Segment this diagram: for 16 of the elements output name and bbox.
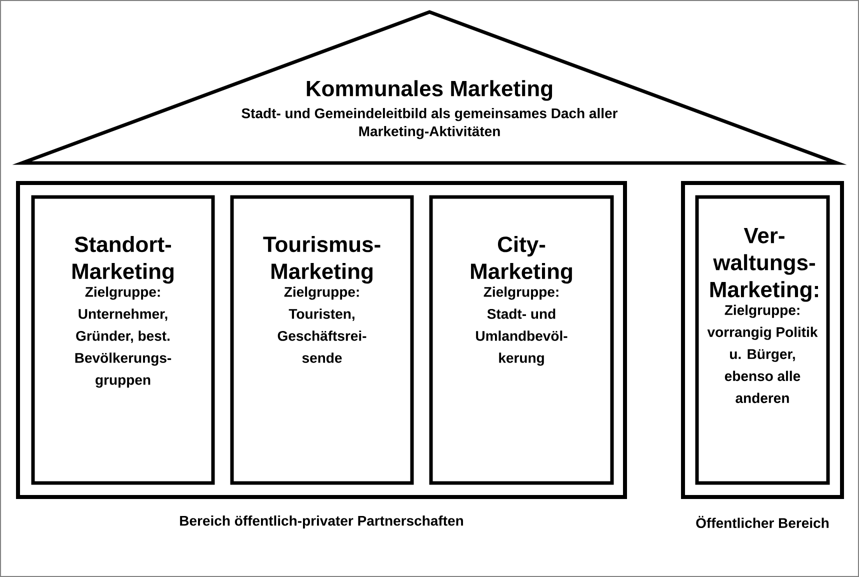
pillar-text: Zielgruppe: Touristen, Geschäftsrei-sende [278,286,366,363]
pillar-box [695,195,830,485]
pillar-box [429,195,614,485]
pillar-heading: Standort-Marketing [72,236,174,284]
pillar-box [31,195,215,485]
area-label: Öffentlicher Bereich [696,516,829,528]
pillar-text: Zielgruppe: Stadt- und Umlandbevöl-kerung [476,286,568,366]
roof-title: Kommunales Marketing [306,80,552,101]
roof-subtitle: Stadt- und Gemeindeleitbild als gemeinsames Dach aller Marketing-Aktivitäten [242,108,618,140]
pillar-heading: Tourismus-Marketing [263,236,380,284]
pillar-heading: City-Marketing [471,236,572,284]
area-label: Bereich öffentlich-privater Partnerschaften [180,515,463,529]
pillar-heading: Ver-waltungs-Marketing: [710,228,818,302]
pillar-text: Zielgruppe: Unternehmer, Gründer, best. Bevölkerungs-gruppen [75,286,172,388]
pillar-text: Zielgruppe: vorrangig Politik u. Bürger, ebenso alle anderen [707,304,818,404]
pillar-box [230,195,414,485]
